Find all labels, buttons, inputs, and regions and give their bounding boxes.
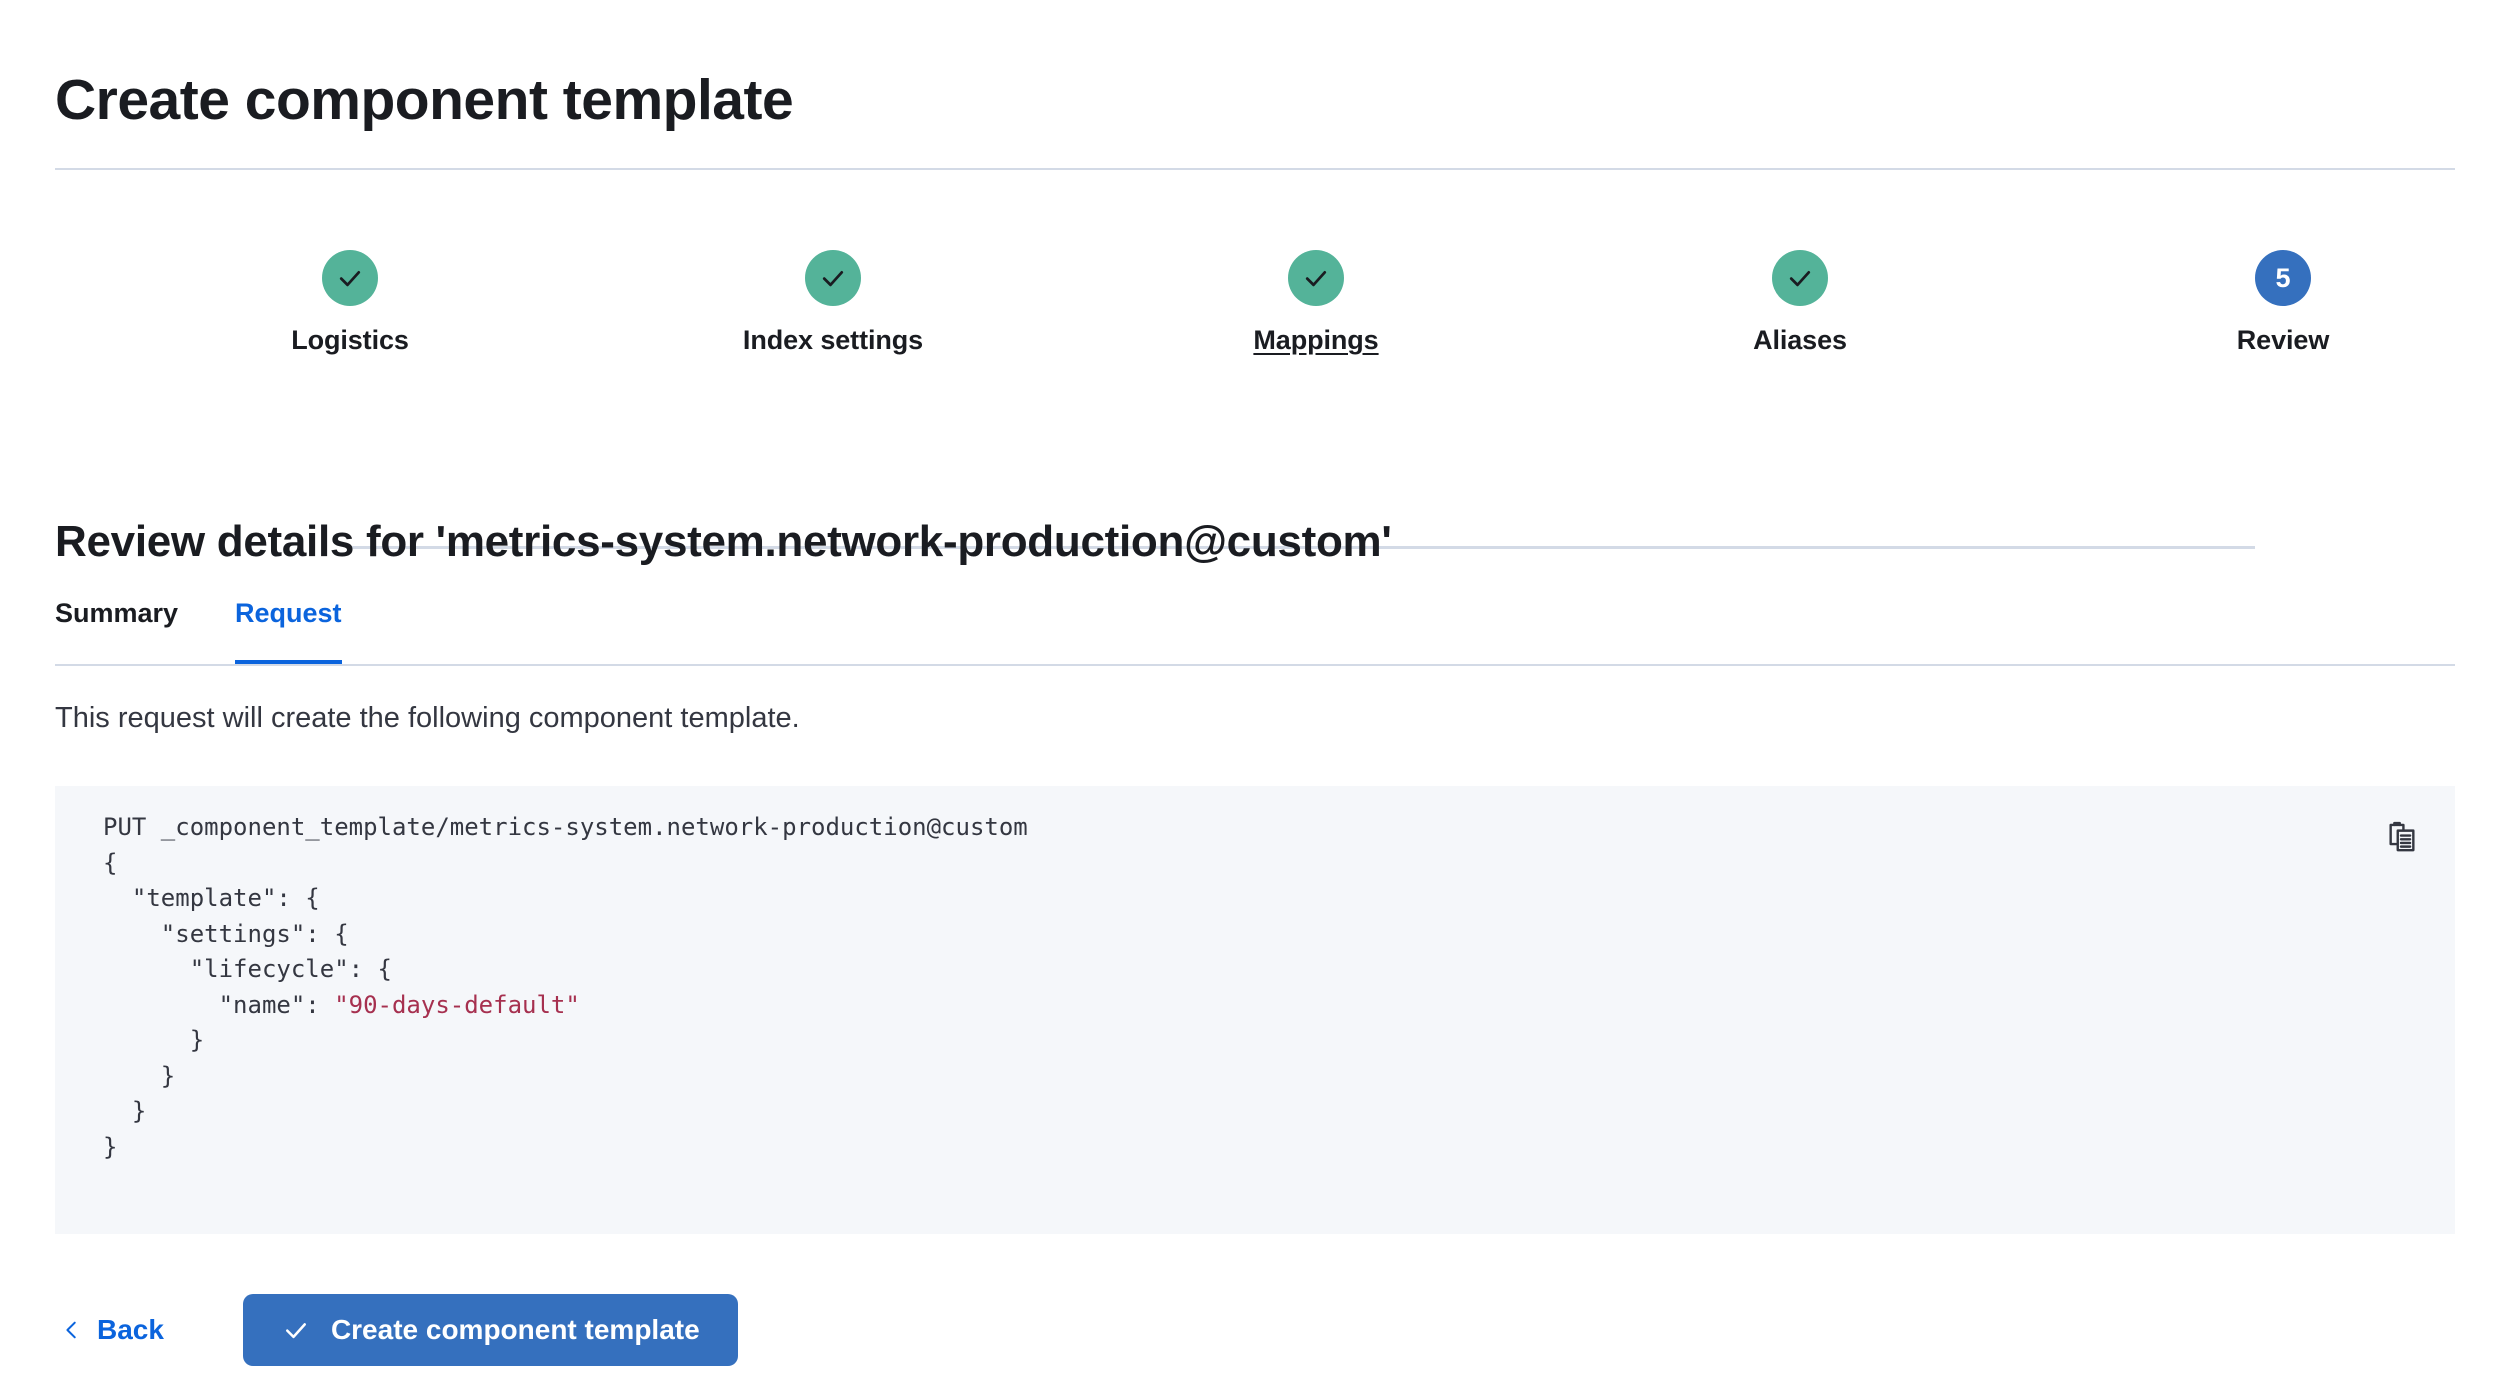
code-line-name-key: "name": [103, 990, 335, 1019]
request-description: This request will create the following c… [55, 702, 800, 734]
code-line-open-brace: { [103, 848, 118, 877]
page-title: Create component template [55, 68, 794, 133]
review-heading: Review details for 'metrics-system.netwo… [55, 516, 1392, 566]
code-line-close-1: } [103, 1026, 205, 1054]
tab-summary[interactable]: Summary [55, 598, 179, 628]
chevron-left-icon [66, 1321, 76, 1339]
stepper-step-label: Review [2236, 325, 2330, 355]
code-line-method-path: PUT _component_template/metrics-system.n… [103, 813, 1028, 841]
back-button[interactable]: Back [55, 1306, 170, 1354]
step-status-circle-review: 5 [2255, 250, 2311, 306]
code-line-close-2: } [103, 1061, 176, 1090]
check-icon [1305, 271, 1327, 287]
stepper-step-aliases[interactable]: Aliases [1680, 250, 1920, 356]
code-line-template: "template": { [103, 884, 320, 912]
wizard-footer-actions: Back Create component template [55, 1292, 738, 1368]
code-line-lifecycle: "lifecycle": { [103, 955, 392, 983]
header-divider [55, 168, 2455, 170]
review-tabs: Summary Request [55, 598, 2455, 666]
stepper-step-label: Logistics [291, 325, 409, 355]
stepper-step-label: Index settings [742, 325, 924, 355]
back-button-label: Back [97, 1314, 164, 1345]
stepper-step-mappings[interactable]: Mappings [1196, 250, 1436, 356]
step-status-circle-aliases [1772, 250, 1828, 306]
check-icon [339, 271, 361, 287]
check-icon [285, 1323, 306, 1339]
code-line-settings: "settings": { [103, 919, 349, 948]
create-component-template-button[interactable]: Create component template [242, 1294, 738, 1366]
stepper-step-logistics[interactable]: Logistics [230, 250, 470, 356]
stepper-step-review[interactable]: 5 Review [2163, 250, 2403, 356]
stepper-step-label: Aliases [1753, 325, 1847, 355]
code-line-close-4: } [103, 1132, 118, 1161]
clipboard-copy-icon[interactable] [2379, 814, 2425, 860]
request-code-block: PUT _component_template/metrics-system.n… [55, 786, 2455, 1234]
stepper-connector-line [350, 546, 2255, 549]
code-line-name-value: "90-days-default" [334, 990, 580, 1019]
create-component-template-button-label: Create component template [330, 1314, 700, 1345]
step-status-circle-mappings [1288, 250, 1344, 306]
tab-request[interactable]: Request [235, 598, 342, 664]
step-status-circle-index-settings [805, 250, 861, 306]
tabs-divider [55, 664, 2455, 666]
code-line-close-3: } [103, 1097, 147, 1125]
step-status-circle-logistics [322, 250, 378, 306]
check-icon [1789, 271, 1811, 287]
check-icon [822, 271, 844, 287]
stepper-step-index-settings[interactable]: Index settings [713, 250, 953, 356]
stepper-step-label: Mappings [1253, 325, 1379, 355]
clipboard-copy-icon-glyph [2389, 821, 2415, 852]
wizard-stepper: Logistics Index settings Mappings Aliase… [55, 250, 2455, 549]
request-code-content: PUT _component_template/metrics-system.n… [103, 810, 1028, 1165]
